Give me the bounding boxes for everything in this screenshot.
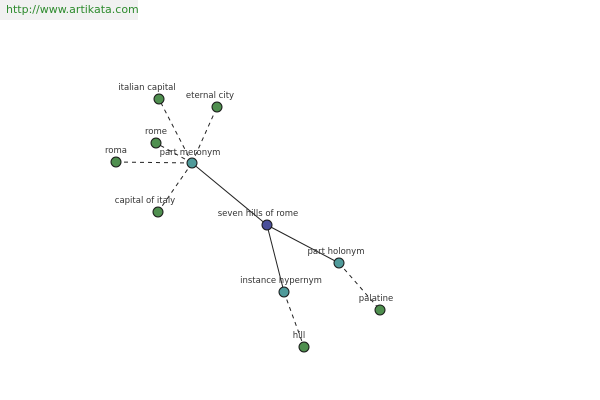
node-dot-hill[interactable] [298,341,310,353]
node-dot-capital-of-italy[interactable] [152,206,164,218]
edges-layer [115,98,381,348]
node-seven-hills-of-rome[interactable]: seven hills of rome [218,209,299,231]
node-instance-hypernym[interactable]: instance hypernym [240,276,322,298]
node-dot-seven-hills-of-rome[interactable] [261,219,273,231]
edge-seven-hills-of-rome-to-part-meronym [191,162,268,226]
node-label-rome[interactable]: rome [145,127,167,137]
node-label-part-meronym[interactable]: part meronym [160,148,221,158]
node-dot-instance-hypernym[interactable] [278,286,290,298]
node-dot-roma[interactable] [110,156,122,168]
node-label-part-holonym[interactable]: part holonym [308,247,365,257]
node-dot-italian-capital[interactable] [153,93,165,105]
node-dot-part-meronym[interactable] [186,157,198,169]
node-label-hill[interactable]: hill [293,331,305,341]
edge-part-meronym-to-capital-of-italy [157,162,193,213]
edge-seven-hills-of-rome-to-instance-hypernym [266,224,285,293]
node-label-seven-hills-of-rome[interactable]: seven hills of rome [218,209,299,219]
node-part-holonym[interactable]: part holonym [308,247,365,269]
node-roma[interactable]: roma [105,146,127,168]
node-capital-of-italy[interactable]: capital of italy [115,196,175,218]
edge-part-meronym-to-rome [155,142,193,164]
node-eternal-city[interactable]: eternal city [186,91,234,113]
node-rome[interactable]: rome [145,127,167,149]
node-dot-rome[interactable] [150,137,162,149]
edge-part-meronym-to-eternal-city [191,106,218,164]
node-dot-eternal-city[interactable] [211,101,223,113]
node-palatine[interactable]: palatine [359,294,394,316]
edge-part-holonym-to-palatine [338,262,381,311]
node-label-eternal-city[interactable]: eternal city [186,91,234,101]
node-label-instance-hypernym[interactable]: instance hypernym [240,276,322,286]
node-part-meronym[interactable]: part meronym [160,148,221,169]
node-dot-palatine[interactable] [374,304,386,316]
edge-part-meronym-to-roma [115,161,193,164]
source-url[interactable]: http://www.artikata.com [0,0,139,20]
edge-seven-hills-of-rome-to-part-holonym [266,224,340,264]
node-label-palatine[interactable]: palatine [359,294,394,304]
node-label-italian-capital[interactable]: italian capital [118,83,175,93]
edge-instance-hypernym-to-hill [283,291,305,348]
node-label-capital-of-italy[interactable]: capital of italy [115,196,175,206]
node-label-roma[interactable]: roma [105,146,127,156]
nodes-layer: seven hills of rome part meronym part holo… [105,83,394,353]
node-dot-part-holonym[interactable] [333,257,345,269]
node-italian-capital[interactable]: italian capital [118,83,176,105]
node-hill[interactable]: hill [293,331,310,353]
